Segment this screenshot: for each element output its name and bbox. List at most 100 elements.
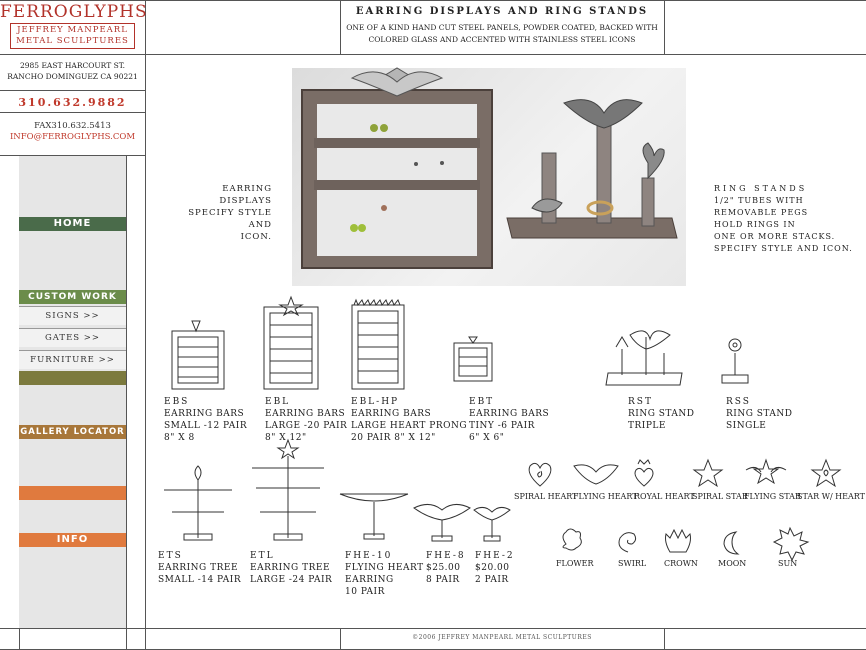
product-fhe-2: FHE-2 $20.00 2 PAIR: [475, 550, 515, 586]
label-moon: MOON: [718, 559, 747, 568]
footer-divider-left: [340, 628, 341, 650]
label-flower: FLOWER: [556, 559, 594, 568]
star-heart-icon: [810, 458, 842, 488]
product-line2: LARGE -20 PAIR: [265, 421, 348, 431]
flying-heart-icon: [573, 464, 619, 485]
ring-note-line5: ONE OR MORE STACKS.: [714, 232, 836, 241]
earring-note-line1: EARRING DISPLAYS: [219, 184, 272, 206]
product-line3: 10 PAIR: [345, 587, 385, 597]
product-line1: EARRING TREE: [158, 563, 239, 573]
brand-line1: JEFFREY MANPEARL: [17, 25, 128, 35]
crown-icon: [665, 528, 691, 553]
nav-orange-bar: [19, 486, 126, 500]
left-divider-1: [0, 90, 145, 91]
left-divider-3: [0, 155, 145, 156]
product-code: FHE-10: [345, 551, 393, 561]
product-code: EBT: [469, 397, 495, 407]
swirl-icon: [618, 532, 637, 553]
product-code: EBL: [265, 397, 291, 407]
brand-block[interactable]: FERROGLYPHS JEFFREY MANPEARL METAL SCULP…: [0, 0, 147, 54]
earring-tree-sketches: [164, 438, 511, 542]
product-ebl-hp: EBL-HP EARRING BARS LARGE HEART PRONG 20…: [351, 396, 467, 444]
header-divider: [0, 54, 866, 55]
product-fhe-10: FHE-10 FLYING HEART EARRING 10 PAIR: [345, 550, 424, 598]
icon-sketches: [528, 458, 842, 562]
spiral-heart-icon: [528, 462, 552, 487]
product-ebt: EBT EARRING BARS TINY -6 PAIR 6" X 6": [469, 396, 549, 444]
product-line3: 8" X 12": [265, 433, 307, 443]
product-line2: SMALL -12 PAIR: [164, 421, 248, 431]
product-rss: RSS RING STAND SINGLE: [726, 396, 793, 432]
fax-number: FAX310.632.5413: [34, 121, 111, 131]
page-title: EARRING DISPLAYS AND RING STANDS: [355, 6, 649, 17]
product-code: EBL-HP: [351, 397, 400, 407]
product-line2: EARRING: [345, 575, 394, 585]
product-code: ETL: [250, 551, 275, 561]
product-line1: EARRING TREE: [250, 563, 331, 573]
nav-furniture[interactable]: FURNITURE >>: [19, 350, 126, 369]
flower-icon: [562, 528, 582, 551]
ring-note-line3: REMOVABLE PEGS: [714, 208, 809, 217]
product-line1: $25.00: [426, 563, 461, 573]
brand-subtitle: JEFFREY MANPEARL METAL SCULPTURES: [10, 23, 135, 49]
spiral-star-icon: [692, 458, 724, 488]
brand-line2: METAL SCULPTURES: [16, 36, 129, 46]
product-fhe-8: FHE-8 $25.00 8 PAIR: [426, 550, 466, 586]
nav-custom-work[interactable]: CUSTOM WORK: [19, 290, 126, 304]
product-code: FHE-2: [475, 551, 515, 561]
label-star-heart: STAR W/ HEART: [797, 492, 865, 501]
product-line2: TINY -6 PAIR: [469, 421, 535, 431]
label-royal-heart: ROYAL HEART: [634, 492, 695, 501]
product-line1: EARRING BARS: [469, 409, 550, 419]
email-link[interactable]: INFO@FERROGLYPHS.COM: [9, 132, 136, 142]
footer-divider-right: [664, 628, 665, 650]
product-line3: 6" X 6": [469, 433, 505, 443]
product-line1: FLYING HEART: [345, 563, 424, 573]
product-line1: RING STAND: [726, 409, 793, 419]
product-code: FHE-8: [426, 551, 466, 561]
royal-heart-icon: [634, 459, 654, 487]
nav-gallery-locator[interactable]: GALLERY LOCATOR: [19, 425, 126, 439]
top-border: [0, 0, 866, 1]
street-address: 2985 EAST HARCOURT ST.: [19, 61, 126, 70]
product-line1: RING STAND: [628, 409, 695, 419]
nav-gates[interactable]: GATES >>: [19, 328, 126, 347]
ring-note-line1: RING STANDS: [714, 184, 808, 193]
product-ebs: EBS EARRING BARS SMALL -12 PAIR 8" X 8: [164, 396, 247, 444]
product-code: ETS: [158, 551, 183, 561]
product-line2: SMALL -14 PAIR: [158, 575, 242, 585]
product-etl: ETL EARRING TREE LARGE -24 PAIR: [250, 550, 332, 586]
sun-icon: [772, 526, 810, 562]
left-column-divider: [145, 0, 146, 650]
nav-rail-right: [126, 155, 127, 650]
label-spiral-heart: SPIRAL HEART: [514, 492, 578, 501]
label-flying-star: FLYING STAR: [744, 492, 801, 501]
earring-note-line3: ICON.: [240, 232, 272, 242]
product-ebl: EBL EARRING BARS LARGE -20 PAIR 8" X 12": [265, 396, 347, 444]
page-description: ONE OF A KIND HAND CUT STEEL PANELS, POW…: [340, 22, 664, 46]
nav-home[interactable]: HOME: [19, 217, 126, 231]
fax-email-block: FAX310.632.5413 INFO@FERROGLYPHS.COM: [0, 121, 145, 143]
label-crown: CROWN: [664, 559, 698, 568]
product-rst: RST RING STAND TRIPLE: [628, 396, 695, 432]
nav-info[interactable]: INFO: [19, 533, 126, 547]
earring-note-line2: SPECIFY STYLE AND: [188, 208, 272, 230]
footer-divider: [0, 628, 866, 629]
description-line2: COLORED GLASS AND ACCENTED WITH STAINLES…: [368, 35, 636, 44]
label-sun: SUN: [778, 559, 798, 568]
nav-olive-bar: [19, 371, 126, 385]
earring-displays-note: EARRING DISPLAYS SPECIFY STYLE AND ICON.: [172, 183, 272, 243]
address-block: 2985 EAST HARCOURT ST. RANCHO DOMINGUEZ …: [0, 60, 145, 82]
nav-signs[interactable]: SIGNS >>: [19, 306, 126, 325]
earring-bar-sketches: [171, 295, 749, 390]
photo-illustration: [301, 67, 678, 269]
moon-icon: [723, 531, 740, 555]
nav-background: [19, 156, 126, 628]
ring-note-line2: 1/2" TUBES WITH: [714, 196, 804, 205]
product-line2: TRIPLE: [628, 421, 666, 431]
product-code: RST: [628, 397, 653, 407]
product-line2: 8 PAIR: [426, 575, 460, 585]
product-line2: 2 PAIR: [475, 575, 509, 585]
city-address: RANCHO DOMINGUEZ CA 90221: [7, 72, 138, 81]
product-code: RSS: [726, 397, 751, 407]
